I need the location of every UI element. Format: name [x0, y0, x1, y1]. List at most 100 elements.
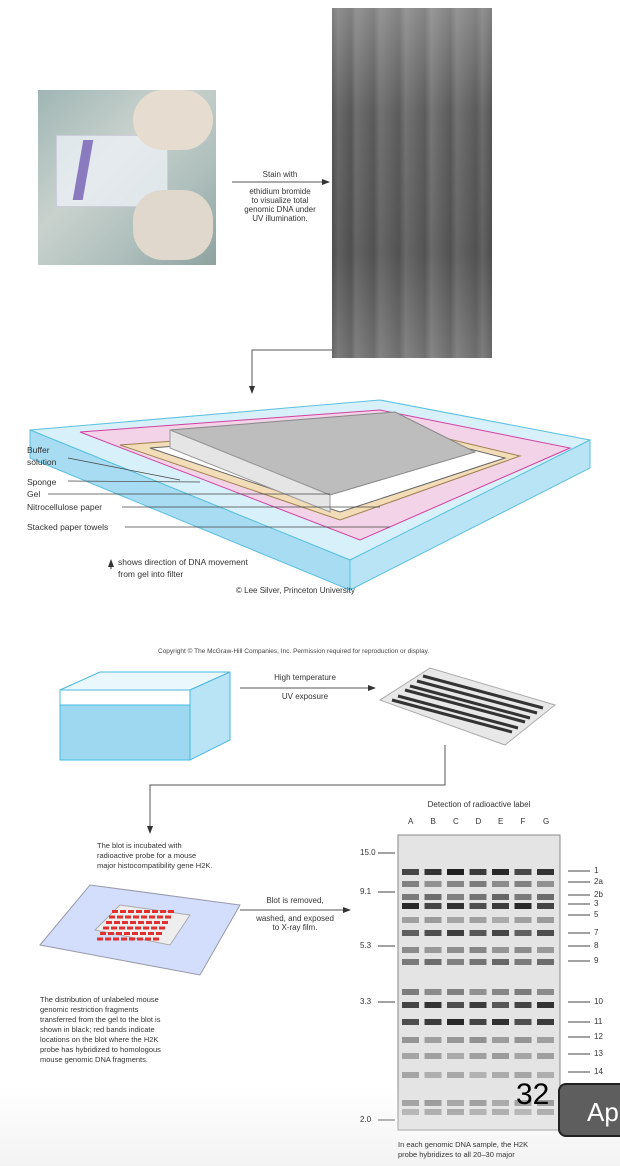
gel-band: [402, 989, 419, 995]
gel-band: [402, 903, 419, 909]
gel-band: [469, 1053, 487, 1059]
red-band: [127, 926, 133, 930]
red-band: [121, 937, 127, 941]
gel-band: [424, 930, 442, 936]
gel-band: [514, 894, 532, 900]
gel-band: [537, 1002, 554, 1008]
gel-band: [402, 947, 419, 953]
gel-band: [492, 881, 509, 887]
gel-band: [514, 1019, 532, 1025]
red-band: [137, 937, 143, 941]
gel-band: [447, 903, 464, 909]
lane-label: E: [498, 817, 504, 826]
gel-band: [447, 1100, 464, 1106]
gel-band: [402, 894, 419, 900]
gel-band: [469, 1072, 487, 1078]
gel-handling-photo: [38, 90, 216, 265]
gel-band: [424, 1072, 442, 1078]
text-line: In each genomic DNA sample, the H2K: [398, 1140, 529, 1149]
lane-label: A: [408, 817, 414, 826]
gel-band: [447, 947, 464, 953]
red-band: [132, 932, 138, 935]
gel-band: [402, 881, 419, 887]
band-label: 14: [594, 1067, 603, 1076]
red-band: [145, 937, 151, 941]
red-band: [156, 932, 162, 935]
red-band: [133, 915, 139, 919]
fixed-membrane: [378, 667, 557, 746]
gel-band: [537, 989, 554, 995]
gel-band: [469, 917, 487, 923]
gel-band: [492, 1053, 509, 1059]
overlay-button[interactable]: Ap: [558, 1083, 620, 1137]
blotting-apparatus: [29, 399, 592, 591]
band-label: 10: [594, 997, 603, 1006]
gel-band: [402, 959, 419, 965]
red-band: [160, 910, 166, 913]
band-label: 2a: [594, 877, 603, 886]
gel-band: [447, 930, 464, 936]
gel-band: [537, 917, 554, 923]
gel-band: [402, 1019, 419, 1025]
gel-band: [424, 1053, 442, 1059]
gel-band: [402, 869, 419, 875]
gel-band: [514, 989, 532, 995]
gel-band: [537, 1072, 554, 1078]
gel-band: [469, 1100, 487, 1106]
gel-band: [514, 917, 532, 923]
gel-band: [537, 959, 554, 965]
gel-band: [447, 959, 464, 965]
gel-band: [402, 1072, 419, 1078]
size-marker: 9.1: [360, 887, 372, 896]
autorad-title: Detection of radioactive label: [427, 800, 531, 809]
band-label: 7: [594, 928, 599, 937]
red-band: [138, 921, 144, 924]
red-band: [130, 921, 136, 924]
gel-band: [537, 1019, 554, 1025]
red-band: [111, 926, 117, 930]
gel-band: [469, 894, 487, 900]
red-band: [124, 932, 130, 935]
red-band: [103, 926, 109, 930]
text-line: ethidium bromide: [249, 187, 311, 196]
removed-arrow-top: Blot is removed,: [266, 896, 324, 905]
text-line: major histocompatibility gene H2K.: [97, 861, 213, 870]
text-line: to X-ray film.: [272, 923, 318, 932]
red-band: [143, 926, 149, 930]
gel-band: [469, 1109, 487, 1115]
band-label: 1: [594, 866, 599, 875]
label-buffer: Buffer: [27, 445, 50, 455]
text-line: probe has hybridized to homologous: [40, 1045, 161, 1054]
stain-arrow-bottom: ethidium bromide to visualize total geno…: [232, 187, 328, 223]
gel-band: [447, 989, 464, 995]
fixing-arrow-bottom: UV exposure: [281, 692, 329, 701]
gel-band: [424, 903, 442, 909]
band-label: 11: [594, 1017, 603, 1026]
legend-line: from gel into filter: [118, 569, 184, 579]
gel-band: [424, 959, 442, 965]
gel-band: [492, 1019, 509, 1025]
gel-band: [424, 869, 442, 875]
gel-band: [537, 903, 554, 909]
gel-band: [447, 869, 464, 875]
gel-band: [492, 930, 509, 936]
gel-band: [424, 1019, 442, 1025]
size-marker: 15.0: [360, 848, 376, 857]
gel-band: [492, 917, 509, 923]
gel-band: [492, 989, 509, 995]
gel-band: [402, 1002, 419, 1008]
gel-band: [492, 894, 509, 900]
copyright: Copyright © The McGraw-Hill Companies, I…: [158, 648, 430, 655]
red-band: [97, 937, 103, 941]
gel-band: [514, 1072, 532, 1078]
gel-band: [492, 869, 509, 875]
red-band: [125, 915, 131, 919]
lane-label: D: [475, 817, 482, 826]
gel-band: [424, 1109, 442, 1115]
gel-band: [424, 947, 442, 953]
red-band: [159, 926, 165, 930]
gel-band: [402, 1109, 419, 1115]
red-band: [108, 932, 114, 935]
legend-line: shows direction of DNA movement: [118, 557, 248, 567]
red-band: [105, 937, 111, 941]
